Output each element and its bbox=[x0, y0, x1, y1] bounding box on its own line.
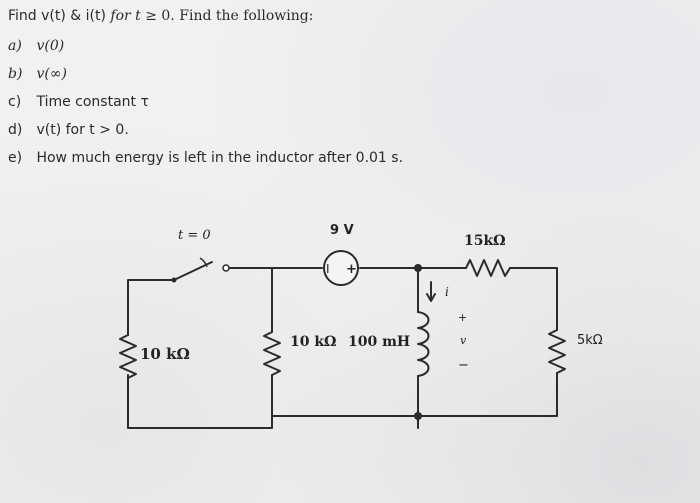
title-ge: ≥ 0. bbox=[145, 8, 175, 24]
switch-terminal-right bbox=[222, 264, 230, 272]
switch-arc bbox=[199, 257, 208, 268]
switch-label: t = 0 bbox=[178, 228, 211, 243]
part-e-text: How much energy is left in the inductor … bbox=[36, 150, 404, 166]
wire-right-bottom bbox=[417, 372, 558, 417]
wire-right-top bbox=[509, 267, 558, 331]
title-prefix: Find v(t) & i(t) bbox=[8, 8, 106, 24]
part-c-letter: c) bbox=[8, 94, 22, 110]
source-plus-sign: + bbox=[346, 262, 357, 277]
resistor-15k-label: 15kΩ bbox=[464, 233, 506, 249]
part-d-letter: d) bbox=[8, 122, 23, 138]
part-a: a) v(0) bbox=[8, 38, 64, 54]
title-suffix: Find the following: bbox=[179, 8, 314, 24]
part-c-text: Time constant τ bbox=[36, 94, 149, 110]
node-top bbox=[414, 264, 422, 272]
node-bottom bbox=[414, 412, 422, 420]
source-minus-sign: I bbox=[326, 262, 330, 276]
part-a-text: v(0) bbox=[36, 38, 65, 54]
part-b-letter: b) bbox=[8, 66, 23, 82]
part-e-letter: e) bbox=[8, 150, 23, 166]
wire-left-top bbox=[127, 279, 175, 336]
resistor-left-10k-zigzag bbox=[119, 334, 137, 379]
part-d: d) v(t) for t > 0. bbox=[8, 122, 129, 138]
left-resistor-label: 10 kΩ bbox=[140, 345, 190, 363]
source-label: 9 V bbox=[330, 223, 354, 238]
resistor-15k-zigzag bbox=[465, 259, 511, 277]
voltage-plus-label: + bbox=[458, 311, 467, 324]
part-c: c) Time constant τ bbox=[8, 94, 149, 110]
part-a-letter: a) bbox=[8, 38, 22, 54]
voltage-source bbox=[323, 250, 359, 286]
resistor-5k-label: 5kΩ bbox=[577, 333, 603, 348]
middle-resistor-label: 10 kΩ bbox=[290, 334, 337, 350]
current-label: i bbox=[445, 285, 449, 299]
current-arrow bbox=[426, 281, 436, 302]
inductor-coil bbox=[417, 311, 430, 377]
part-e: e) How much energy is left in the induct… bbox=[8, 150, 403, 166]
inductor-label: 100 mH bbox=[348, 334, 410, 350]
voltage-label: v bbox=[460, 334, 467, 347]
part-b: b) v(∞) bbox=[8, 66, 67, 82]
title-for-t: for t bbox=[110, 8, 141, 24]
voltage-minus-label: − bbox=[458, 358, 469, 373]
part-b-text: v(∞) bbox=[36, 66, 67, 82]
resistor-5k-zigzag bbox=[548, 329, 566, 374]
switch-terminal-left bbox=[171, 277, 177, 283]
resistor-middle-10k-zigzag bbox=[263, 331, 281, 376]
problem-title: Find v(t) & i(t) for t ≥ 0. Find the fol… bbox=[8, 8, 313, 24]
part-d-text: v(t) for t > 0. bbox=[36, 122, 129, 138]
